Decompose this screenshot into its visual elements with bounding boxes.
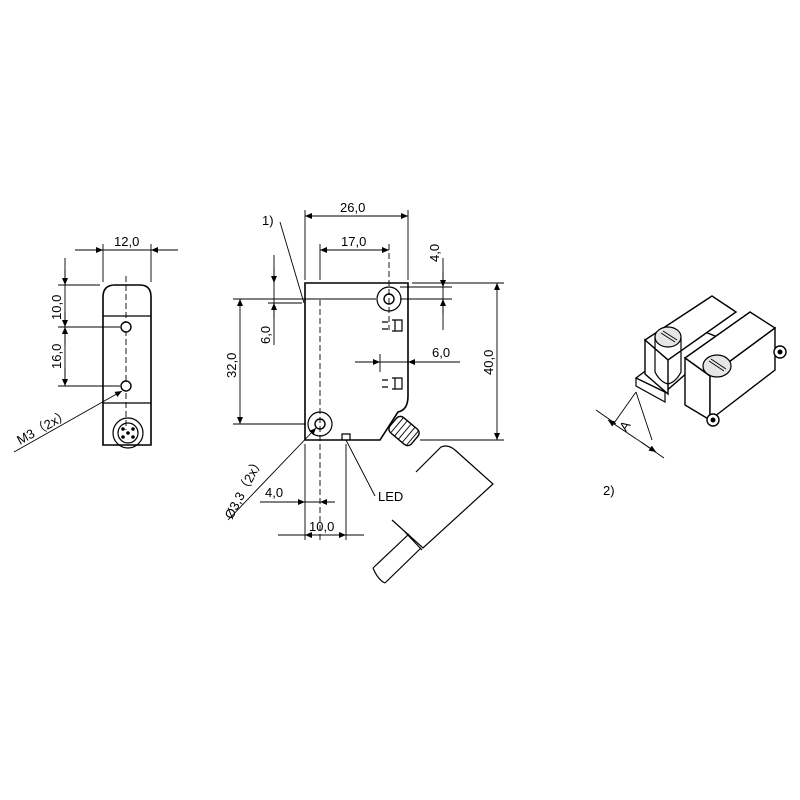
dim-label-12: 12,0	[114, 234, 139, 249]
front-connector	[388, 415, 420, 447]
dim-label-40: 40,0	[481, 350, 496, 375]
connector-pin	[121, 427, 125, 431]
led-leader	[345, 439, 376, 497]
thread-label: M3（2x）	[14, 406, 72, 447]
dim-label-17: 17,0	[341, 234, 366, 249]
iso-hole-top-center	[777, 349, 783, 355]
iso-base-front	[635, 378, 666, 404]
dim-label-4-bottom: 4,0	[265, 485, 283, 500]
side-view-connector-inner	[117, 422, 139, 444]
angled-plug	[391, 445, 494, 549]
side-view-hole-upper	[120, 321, 132, 333]
emitter-lens-lower	[382, 377, 403, 390]
side-view-body	[102, 284, 152, 446]
iso-screw-right	[708, 358, 727, 372]
dim-label-4-top: 4,0	[427, 244, 442, 262]
emitter-lens-upper	[382, 319, 403, 332]
dim-label-26: 26,0	[340, 200, 365, 215]
side-view-connector-outer	[112, 417, 144, 449]
side-view: 12,0 10,0 16,0 M3（2x）	[13, 234, 178, 453]
diameter-leader	[227, 427, 317, 521]
led-label: LED	[378, 489, 403, 504]
iso-block-right-side	[709, 326, 776, 422]
dim-label-32: 32,0	[224, 353, 239, 378]
side-view-hole-lower	[120, 380, 132, 392]
front-view: 26,0 17,0 1) 4,0 40,0 32,0 6,0	[221, 200, 504, 584]
dim-label-10-bottom: 10,0	[309, 519, 334, 534]
cable-end	[372, 567, 386, 584]
dim-label-16: 16,0	[49, 344, 64, 369]
iso-cylinder-left-side	[654, 337, 682, 385]
dim-label-6-gap: 6,0	[432, 345, 450, 360]
connector-pin	[126, 431, 130, 435]
hole-diameter-label: Ø3,3（2x）	[221, 454, 266, 521]
iso-hole-bottom-center	[710, 417, 716, 423]
cable-ring	[404, 531, 423, 551]
iso-dim-a-label: A	[616, 418, 633, 434]
isometric-view: A 2)	[595, 295, 787, 498]
iso-screw-left	[660, 330, 678, 343]
note-2: 2)	[603, 483, 615, 498]
connector-pin	[121, 435, 125, 439]
iso-dim-a-line	[607, 419, 657, 453]
led-notch	[341, 433, 351, 440]
iso-edge-detail	[725, 304, 751, 319]
connector-pin	[131, 427, 135, 431]
dim-label-10: 10,0	[49, 295, 64, 320]
connector-pin	[131, 435, 135, 439]
dim-label-6-left: 6,0	[258, 326, 273, 344]
note-1: 1)	[262, 213, 274, 228]
note-1-leader	[279, 221, 305, 304]
m3-leader	[13, 390, 123, 453]
front-view-body	[304, 282, 409, 441]
cable	[372, 533, 422, 584]
